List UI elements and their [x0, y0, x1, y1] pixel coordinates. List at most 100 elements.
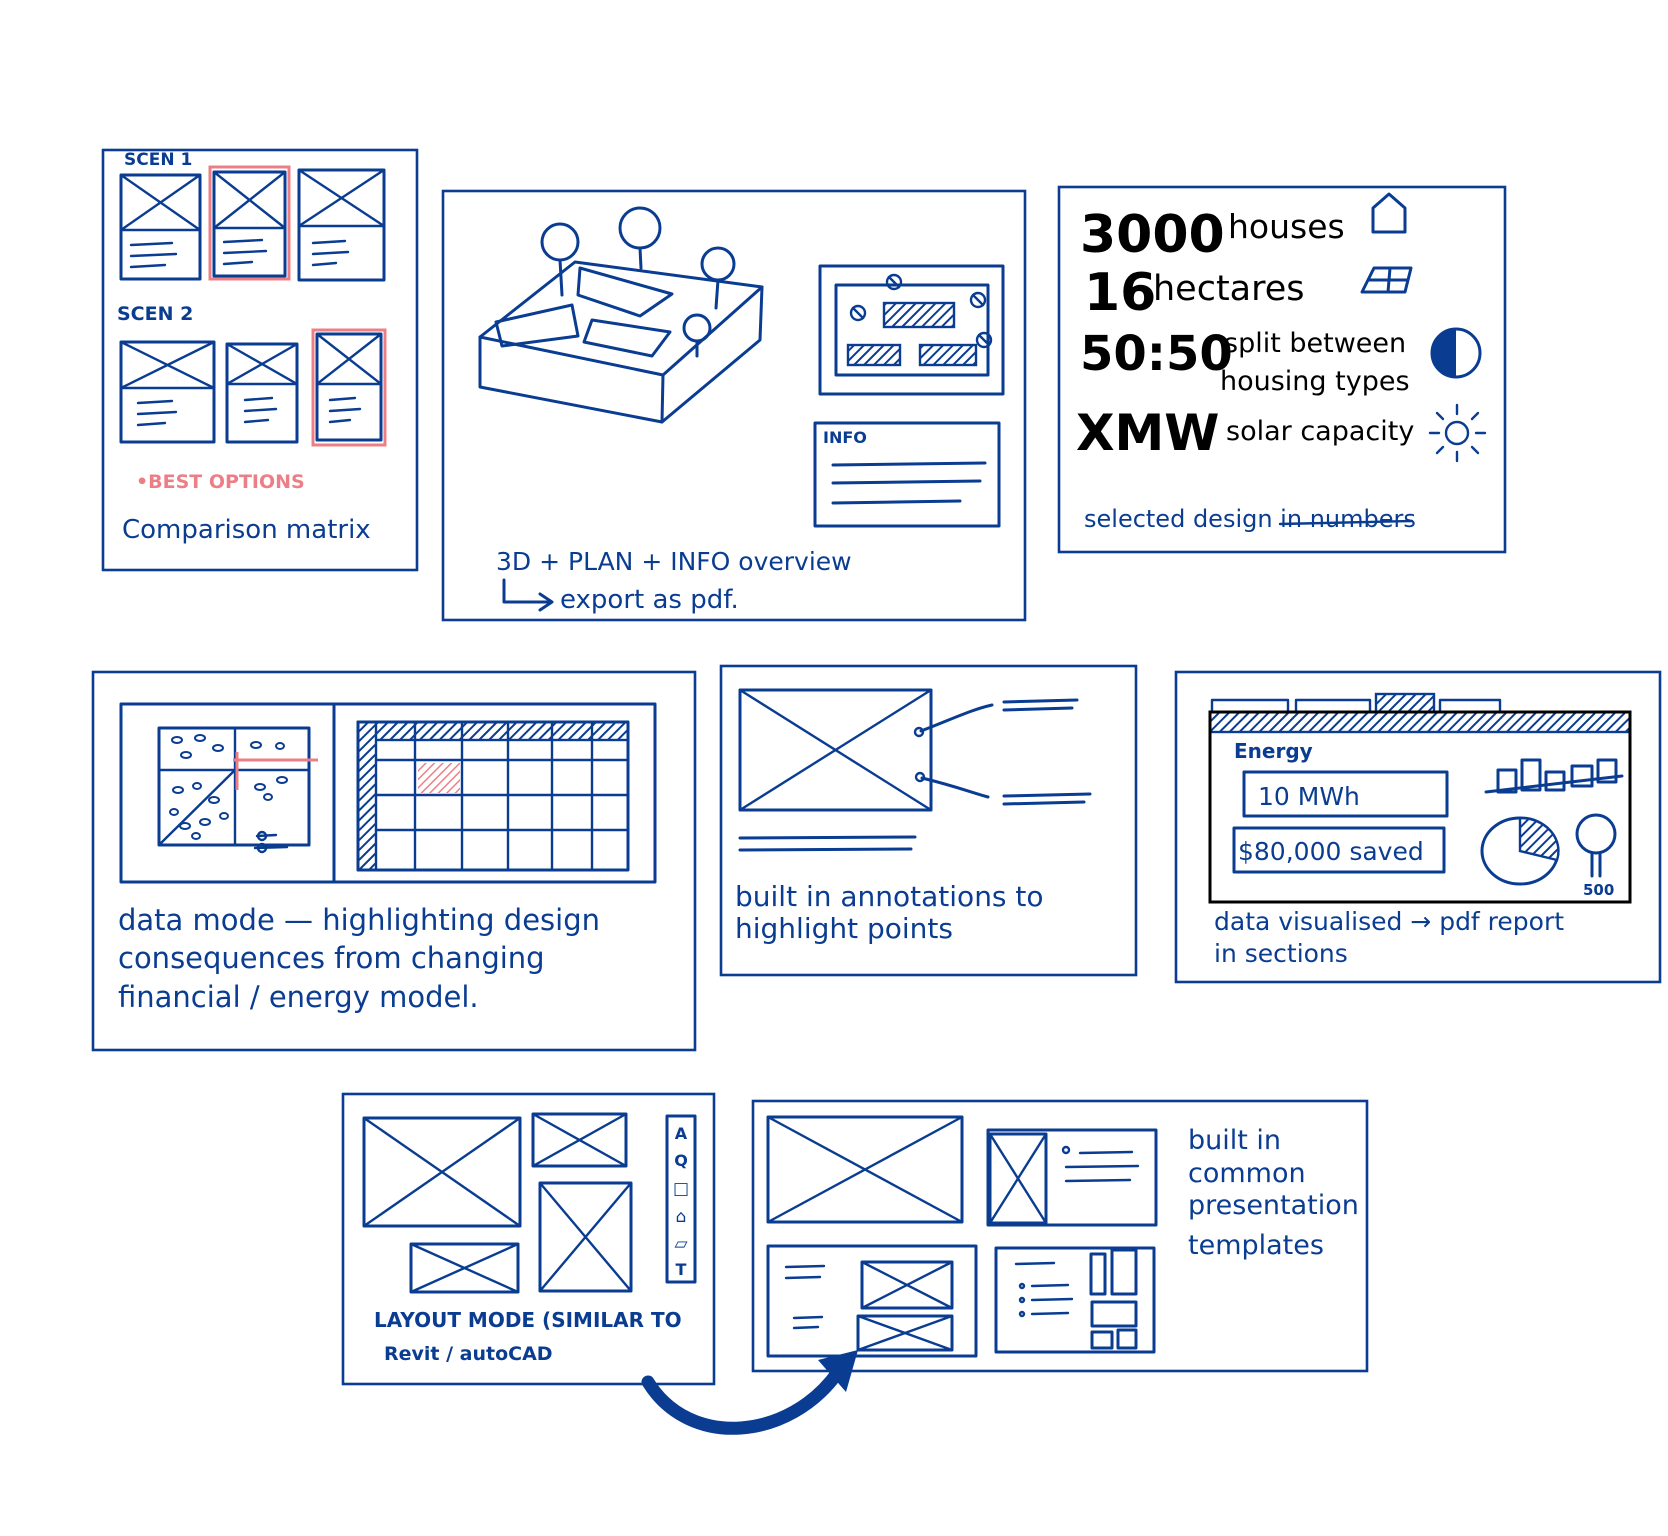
report-caption-line2: in sections: [1214, 939, 1348, 968]
panel-frame: [719, 664, 1138, 977]
3d-massing-sketch: [478, 206, 764, 424]
option-card: [119, 340, 216, 444]
tool-text-icon[interactable]: T: [676, 1260, 687, 1279]
data-mode-screen: [119, 702, 657, 884]
energy-value: 10 MWh: [1258, 782, 1360, 811]
stat-label: solar capacity: [1226, 416, 1414, 447]
image-placeholder: [738, 688, 933, 812]
panel-frame: [101, 148, 419, 572]
scen1-options: [119, 165, 386, 282]
data-mode-panel: data mode — highlighting design conseque…: [91, 670, 697, 1052]
stat-row-solar: XMW solar capacity: [1076, 403, 1487, 463]
savings-value-box: [1232, 826, 1446, 874]
data-mode-caption-line1: data mode — highlighting design: [118, 903, 600, 937]
design-numbers-panel: 3000 houses 16 hectares 50:50 split betw…: [1057, 185, 1507, 554]
data-mode-caption-line3: financial / energy model.: [118, 980, 479, 1014]
plan-sketch: [818, 264, 1005, 396]
layout-caption-line1: LAYOUT MODE (SIMILAR TO: [374, 1308, 682, 1332]
pdf-report-panel: Energy 10 MWh $80,000 saved 500 data vis…: [1174, 670, 1662, 984]
best-option-highlight: [311, 328, 387, 447]
stat-value: 50:50: [1080, 326, 1233, 382]
pie-chart-sketch: [1480, 816, 1560, 886]
report-caption-line1: data visualised → pdf report: [1214, 907, 1564, 936]
stat-label-2: housing types: [1220, 366, 1410, 397]
layout-frame: [362, 1116, 522, 1228]
templates-caption-line4: templates: [1188, 1230, 1324, 1261]
panel-frame: [1057, 185, 1507, 554]
template-thumb-text-images: [766, 1244, 978, 1358]
templates-caption-line1: built in: [1188, 1125, 1281, 1156]
scen1-label: SCEN 1: [124, 150, 192, 170]
option-card: [119, 173, 202, 281]
stat-value: XMW: [1076, 404, 1219, 462]
best-option-highlight: [208, 165, 291, 281]
templates-caption-line3: presentation: [1188, 1190, 1359, 1221]
tree-count: 500: [1583, 881, 1614, 899]
template-thumb-image-text: [986, 1128, 1158, 1227]
panel-frame: [751, 1099, 1369, 1373]
stat-row-hectares: 16 hectares: [1084, 263, 1413, 323]
report-page: [1208, 710, 1632, 904]
comparison-matrix-panel: SCEN 1 SCEN 2: [101, 148, 419, 572]
templates-panel: built in common presentation templates: [751, 1099, 1369, 1373]
annotations-caption-line1: built in annotations to: [735, 880, 1044, 913]
templates-caption-line2: common: [1188, 1158, 1306, 1189]
layout-caption-line2: Revit / autoCAD: [384, 1343, 553, 1365]
layout-frame: [409, 1242, 520, 1294]
half-circle-icon: [1430, 327, 1482, 379]
stat-value: 3000: [1080, 205, 1225, 265]
tool-rectangle-icon[interactable]: □: [673, 1179, 689, 1199]
overview-panel: INFO 3D + PLAN + INFO overview export as…: [441, 189, 1027, 622]
scen2-label: SCEN 2: [117, 303, 193, 325]
caption-underline: [1278, 519, 1414, 526]
overview-caption-line2: export as pdf.: [560, 585, 739, 615]
panel-frame: [91, 670, 697, 1052]
export-arrow-icon: [502, 578, 554, 612]
tool-building-icon[interactable]: ⌂: [676, 1207, 687, 1227]
layout-frame: [538, 1181, 633, 1293]
tool-shape-icon[interactable]: ▱: [674, 1234, 688, 1254]
stat-label: houses: [1228, 207, 1345, 246]
house-icon: [1371, 192, 1407, 234]
stat-row-split: 50:50 split between housing types: [1080, 326, 1482, 397]
mini-bar-chart-sketch: [1484, 758, 1624, 794]
data-mode-caption-line2: consequences from changing: [118, 941, 545, 975]
annotation-marker: [913, 726, 925, 738]
panel-frame: [1174, 670, 1662, 984]
stat-value: 16: [1084, 263, 1156, 323]
tool-zoom-icon[interactable]: Q: [674, 1151, 688, 1170]
option-card: [315, 332, 383, 442]
grid-icon: [1360, 266, 1413, 294]
annotations-panel: built in annotations to highlight points: [719, 664, 1138, 977]
tool-select-icon[interactable]: A: [675, 1124, 688, 1143]
data-grid-sketch: [356, 720, 630, 872]
option-card: [225, 342, 299, 444]
highlighted-cell: [418, 763, 460, 793]
active-tab: [1374, 692, 1436, 714]
template-thumb-hero: [766, 1115, 964, 1224]
info-label: INFO: [823, 428, 867, 447]
report-section-label: Energy: [1234, 739, 1313, 763]
annotations-caption-line2: highlight points: [735, 912, 953, 945]
overview-caption-line1: 3D + PLAN + INFO overview: [496, 547, 852, 576]
panel-frame: [441, 189, 1027, 622]
best-options-note: •BEST OPTIONS: [136, 471, 305, 493]
layout-frame: [531, 1112, 628, 1168]
option-card: [212, 170, 287, 278]
savings-value: $80,000 saved: [1238, 837, 1424, 866]
map-quadrant-sketch: [157, 726, 318, 854]
template-thumb-list-grid: [994, 1246, 1156, 1354]
sun-icon: [1428, 403, 1487, 463]
comparison-caption: Comparison matrix: [122, 515, 371, 545]
scen2-options: [119, 328, 387, 447]
tool-palette[interactable]: A Q □ ⌂ ▱ T: [665, 1114, 697, 1284]
info-box-sketch: INFO: [813, 421, 1001, 528]
energy-value-box: [1242, 770, 1449, 818]
panel-frame: [341, 1092, 716, 1386]
stat-row-houses: 3000 houses: [1080, 192, 1407, 265]
stat-label: split between: [1224, 328, 1406, 359]
layout-mode-panel: A Q □ ⌂ ▱ T LAYOUT MODE (SIMILAR TO Revi…: [341, 1092, 716, 1386]
numbers-caption: selected design in numbers: [1084, 505, 1416, 533]
stat-label: hectares: [1153, 269, 1305, 309]
